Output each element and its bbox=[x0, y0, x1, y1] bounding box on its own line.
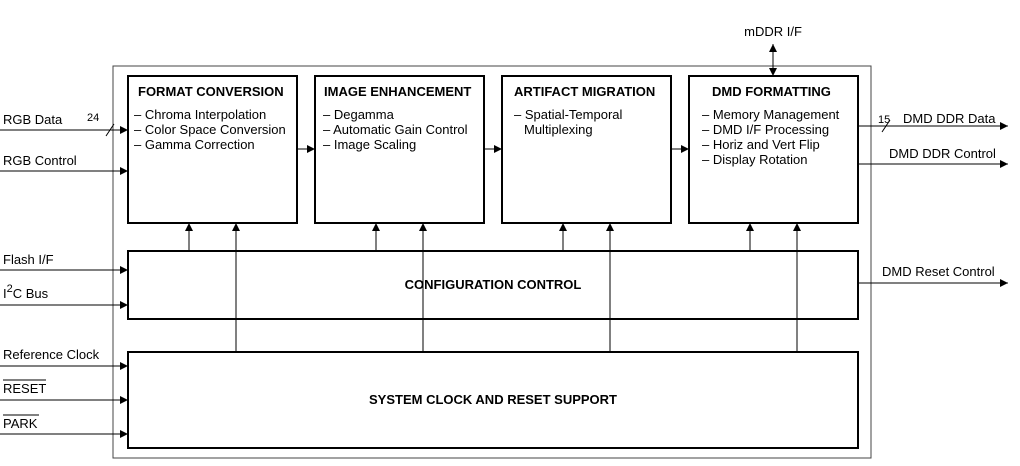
dmd-formatting-item: – Memory Management bbox=[702, 107, 840, 122]
park-label: PARK bbox=[3, 416, 38, 431]
artifact-migration-item: – Spatial-Temporal bbox=[514, 107, 622, 122]
system-clock-block: SYSTEM CLOCK AND RESET SUPPORT bbox=[127, 351, 859, 449]
format-conversion-item: – Gamma Correction bbox=[134, 137, 255, 152]
dmd-reset-control-label: DMD Reset Control bbox=[882, 264, 995, 279]
system-clock-title: SYSTEM CLOCK AND RESET SUPPORT bbox=[369, 392, 617, 407]
chip-boundary bbox=[112, 65, 872, 459]
i2c-i: I bbox=[3, 286, 7, 301]
dmd-formatting-title: DMD FORMATTING bbox=[712, 84, 831, 99]
image-enhancement-item: – Image Scaling bbox=[323, 137, 416, 152]
format-conversion-block: FORMAT CONVERSION – Chroma Interpolation… bbox=[127, 75, 298, 224]
rgb-data-width: 24 bbox=[87, 112, 99, 124]
mddr-if-label: mDDR I/F bbox=[744, 24, 802, 39]
dmd-ddr-control-label: DMD DDR Control bbox=[889, 146, 996, 161]
bus-slash bbox=[105, 123, 115, 137]
artifact-migration-item: Multiplexing bbox=[524, 122, 593, 137]
bus-slash bbox=[881, 119, 891, 133]
dmd-ddr-data-width: 15 bbox=[878, 114, 890, 126]
image-enhancement-block: IMAGE ENHANCEMENT – Degamma – Automatic … bbox=[314, 75, 485, 224]
rgb-control-label: RGB Control bbox=[3, 153, 77, 168]
dmd-ddr-data-label: DMD DDR Data bbox=[903, 111, 996, 126]
configuration-control-title: CONFIGURATION CONTROL bbox=[405, 277, 582, 292]
image-enhancement-item: – Automatic Gain Control bbox=[323, 122, 468, 137]
dmd-formatting-block: DMD FORMATTING – Memory Management – DMD… bbox=[688, 75, 859, 224]
i2c-rest: C Bus bbox=[13, 286, 49, 301]
format-conversion-title: FORMAT CONVERSION bbox=[138, 84, 284, 99]
i2c-superscript: 2 bbox=[7, 283, 13, 295]
reset-label: RESET bbox=[3, 381, 46, 396]
flash-if-label: Flash I/F bbox=[3, 252, 54, 267]
dmd-formatting-item: – Display Rotation bbox=[702, 152, 808, 167]
dmd-formatting-item: – DMD I/F Processing bbox=[702, 122, 829, 137]
artifact-migration-block: ARTIFACT MIGRATION – Spatial-Temporal Mu… bbox=[501, 75, 672, 224]
image-enhancement-title: IMAGE ENHANCEMENT bbox=[324, 84, 471, 99]
format-conversion-item: – Chroma Interpolation bbox=[134, 107, 266, 122]
artifact-migration-title: ARTIFACT MIGRATION bbox=[514, 84, 655, 99]
configuration-control-block: CONFIGURATION CONTROL bbox=[127, 250, 859, 320]
reference-clock-label: Reference Clock bbox=[3, 347, 100, 362]
dmd-formatting-item: – Horiz and Vert Flip bbox=[702, 137, 820, 152]
image-enhancement-item: – Degamma bbox=[323, 107, 395, 122]
rgb-data-label: RGB Data bbox=[3, 112, 63, 127]
format-conversion-item: – Color Space Conversion bbox=[134, 122, 286, 137]
i2c-bus-label: I2C Bus bbox=[3, 283, 49, 301]
